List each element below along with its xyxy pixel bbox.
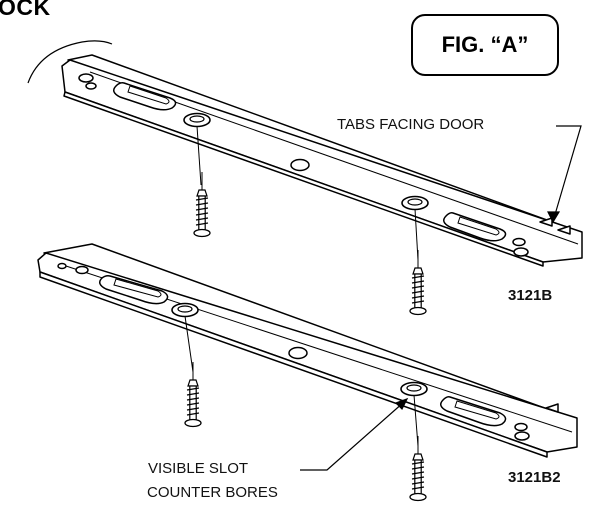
counter-bores-label: COUNTER BORES [147, 484, 278, 501]
part-number-3121b: 3121B [508, 287, 553, 304]
visible-slot-label: VISIBLE SLOT [148, 460, 249, 477]
leader-visible-slot [300, 397, 409, 471]
part-number-3121b2: 3121B2 [508, 469, 561, 486]
tabs-facing-door-label: TABS FACING DOOR [337, 116, 485, 133]
screw-lower-left [184, 361, 202, 428]
plate-3121b [61, 54, 583, 267]
screw-upper-right [409, 249, 427, 316]
screw-upper-left [193, 171, 211, 238]
figure-label: FIG. “A” [411, 14, 559, 76]
leader-tabs-facing-door [547, 125, 582, 224]
screw-lower-right [409, 435, 427, 502]
page-heading: OCK [0, 0, 51, 20]
